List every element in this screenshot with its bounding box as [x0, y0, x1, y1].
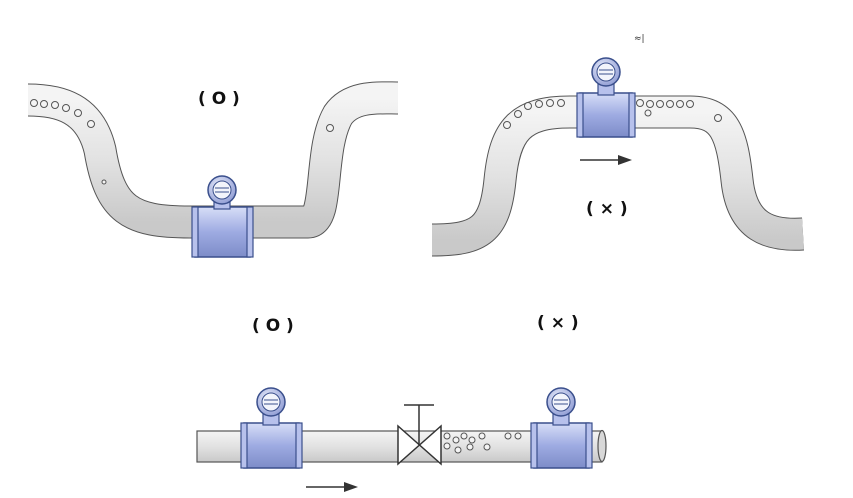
label-bottom-right: ( × ) — [537, 313, 579, 333]
air-bubbles — [30, 99, 334, 185]
label-top-right: ( × ) — [586, 199, 628, 219]
flowmeter-bottom-right — [530, 387, 593, 469]
valve-icon — [397, 404, 442, 466]
straight-pipe-with-valve — [196, 387, 607, 492]
flowmeter-top-right — [576, 57, 636, 138]
flow-arrow-icon — [306, 482, 358, 492]
flow-arrow-icon — [580, 155, 632, 165]
u-pipe-correct — [27, 81, 399, 258]
flowmeter-bottom-left — [240, 387, 303, 469]
label-top-left: ( O ) — [198, 89, 240, 109]
inverted-u-pipe-inner — [431, 96, 804, 256]
air-bubbles — [503, 99, 722, 129]
corner-mark: ≈| — [634, 34, 645, 44]
inverted-u-pipe-incorrect — [431, 57, 804, 257]
air-bubbles — [443, 432, 522, 454]
label-bottom-left: ( O ) — [252, 316, 294, 336]
flowmeter-top-left — [191, 175, 254, 258]
